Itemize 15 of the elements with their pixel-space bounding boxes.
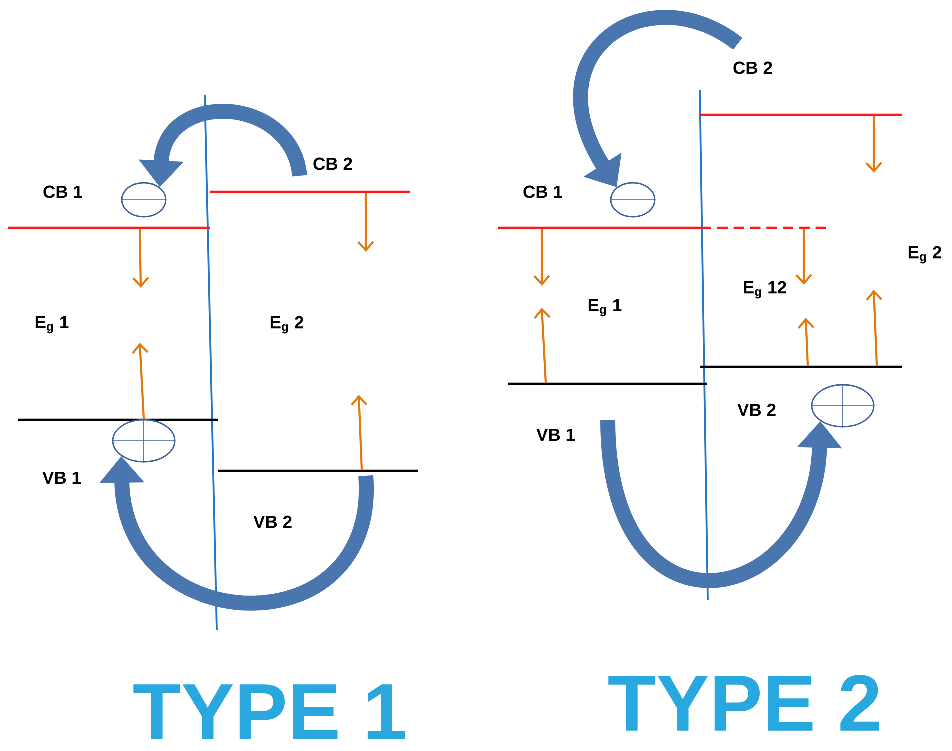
band-label: E$_{g}$ 2 [908, 246, 942, 264]
band-label: VB 2 [254, 516, 292, 528]
type-heading: TYPE 1 [134, 684, 405, 740]
band-label: VB 1 [536, 428, 576, 442]
hole-symbol [112, 418, 176, 464]
electron-symbol [610, 182, 656, 218]
band-label: E$_{g}$ 2 [270, 316, 304, 334]
band-label: CB 2 [314, 158, 352, 170]
band-label: CB 2 [734, 62, 772, 74]
hole-symbol [810, 384, 876, 428]
band-label: E$_{g}$ 12 [744, 281, 786, 299]
band-label: E$_{g}$ 1 [36, 316, 69, 334]
band-label: E$_{g}$ 1 [588, 299, 622, 317]
electron-symbol [120, 182, 168, 218]
type-heading: TYPE 2 [608, 675, 880, 731]
